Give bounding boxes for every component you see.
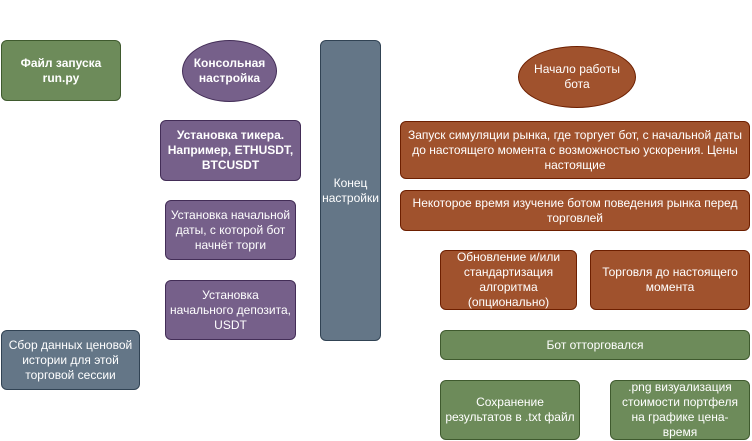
bot-start-node: Начало работы бота (518, 46, 636, 108)
collect-data-label: Сбор данных ценовой истории для этой тор… (8, 337, 133, 382)
ticker-label: Установка тикера. Например, ETHUSDT, BTC… (167, 128, 294, 172)
png-viz-node: .png визуализация стоимости портфеля на … (610, 380, 750, 440)
trade-now-node: Торговля до настоящего момента (590, 250, 750, 310)
bot-done-node: Бот отторговался (440, 330, 750, 360)
trade-now-label: Торговля до настоящего момента (602, 265, 738, 294)
update-algo-node: Обновление и/или стандартизация алгоритм… (440, 250, 577, 310)
end-setup-node: Конец настройки (320, 40, 381, 341)
bot-start-label: Начало работы бота (534, 62, 620, 91)
ticker-node: Установка тикера. Например, ETHUSDT, BTC… (160, 120, 301, 181)
deposit-node: Установка начального депозита, USDT (165, 280, 296, 340)
bot-done-label: Бот отторговался (546, 337, 644, 352)
collect-data-node: Сбор данных ценовой истории для этой тор… (1, 330, 140, 390)
run-file-node: Файл запуска run.py (1, 40, 121, 101)
study-node: Некоторое время изучение ботом поведения… (400, 190, 750, 231)
png-viz-label: .png визуализация стоимости портфеля на … (622, 380, 738, 439)
study-label: Некоторое время изучение ботом поведения… (412, 195, 738, 225)
deposit-label: Установка начального депозита, USDT (170, 287, 291, 332)
save-txt-node: Сохранение результатов в .txt файл (440, 380, 580, 440)
start-date-node: Установка начальной даты, с которой бот … (165, 200, 296, 260)
console-setup-node: Консольная настройка (182, 40, 277, 102)
end-setup-label: Конец настройки (322, 175, 379, 205)
start-date-label: Установка начальной даты, с которой бот … (170, 207, 291, 252)
save-txt-label: Сохранение результатов в .txt файл (445, 395, 575, 424)
console-setup-label: Консольная настройка (193, 56, 266, 85)
simulation-node: Запуск симуляции рынка, где торгует бот,… (400, 121, 750, 179)
update-algo-label: Обновление и/или стандартизация алгоритм… (456, 250, 561, 309)
simulation-label: Запуск симуляции рынка, где торгует бот,… (407, 127, 743, 172)
run-file-label: Файл запуска run.py (20, 55, 102, 85)
